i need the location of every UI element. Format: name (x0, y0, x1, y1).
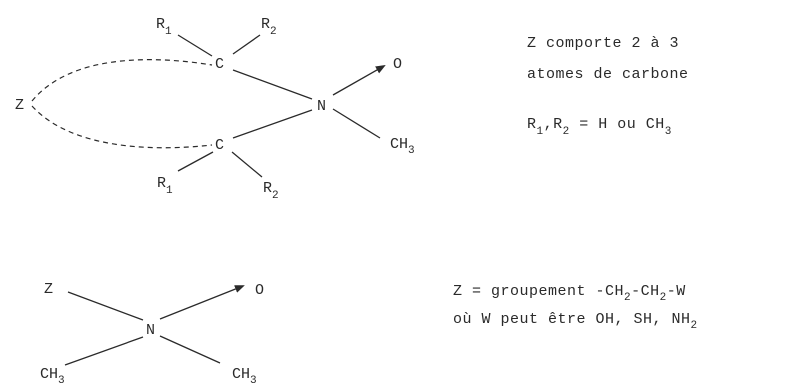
methyl-label: CH3 (390, 136, 415, 157)
bond-nitrogen-methyl (332, 108, 381, 139)
bond-nitrogen-lower-right-methyl (159, 335, 221, 364)
oxygen-label-2: O (255, 282, 264, 299)
bond-upper-carbon-r1 (177, 34, 213, 57)
notes-1: Z comporte 2 à 3 atomes de carbone R1,R2… (527, 35, 689, 138)
arrow-bond-nitrogen-oxygen (332, 65, 386, 96)
lower-carbon-label: C (215, 137, 224, 154)
upper-carbon-label: C (215, 56, 224, 73)
z-label-2: Z (44, 281, 53, 298)
nitrogen-label-2: N (146, 322, 155, 339)
r-definition: R1,R2 = H ou CH3 (527, 116, 672, 138)
upper-r1-label: R1 (156, 16, 172, 38)
structure-1: Z C C N O CH3 R1 R2 R1 R2 (15, 16, 415, 202)
dashed-bond-z-upper-carbon (31, 59, 213, 102)
bond-nitrogen-lower-left-methyl (64, 336, 144, 366)
bond-upper-carbon-r2 (232, 34, 261, 55)
bond-z-nitrogen (67, 291, 144, 321)
arrow-bond-nitrogen-oxygen-2 (159, 285, 245, 320)
notes-1-line-2: atomes de carbone (527, 66, 689, 83)
oxygen-label: O (393, 56, 402, 73)
structure-2: Z N O CH3 CH3 (40, 281, 264, 387)
lower-r2-label: R2 (263, 180, 279, 202)
bond-lower-carbon-r1 (177, 151, 214, 172)
bond-lower-carbon-r2 (231, 151, 263, 178)
nitrogen-label: N (317, 98, 326, 115)
bond-nitrogen-lower-carbon (232, 109, 313, 139)
upper-r2-label: R2 (261, 16, 277, 38)
lower-r1-label: R1 (157, 175, 173, 197)
methyl-label-left: CH3 (40, 366, 65, 387)
z-label: Z (15, 97, 24, 114)
notes-1-line-1: Z comporte 2 à 3 (527, 35, 679, 52)
notes-2-line-1: Z = groupement -CH2-CH2-W (453, 283, 686, 304)
notes-2: Z = groupement -CH2-CH2-W où W peut être… (453, 283, 698, 332)
dashed-bond-z-lower-carbon (31, 105, 213, 149)
bond-upper-carbon-nitrogen (232, 69, 313, 100)
methyl-label-right: CH3 (232, 366, 257, 387)
notes-2-line-2: où W peut être OH, SH, NH2 (453, 311, 698, 332)
